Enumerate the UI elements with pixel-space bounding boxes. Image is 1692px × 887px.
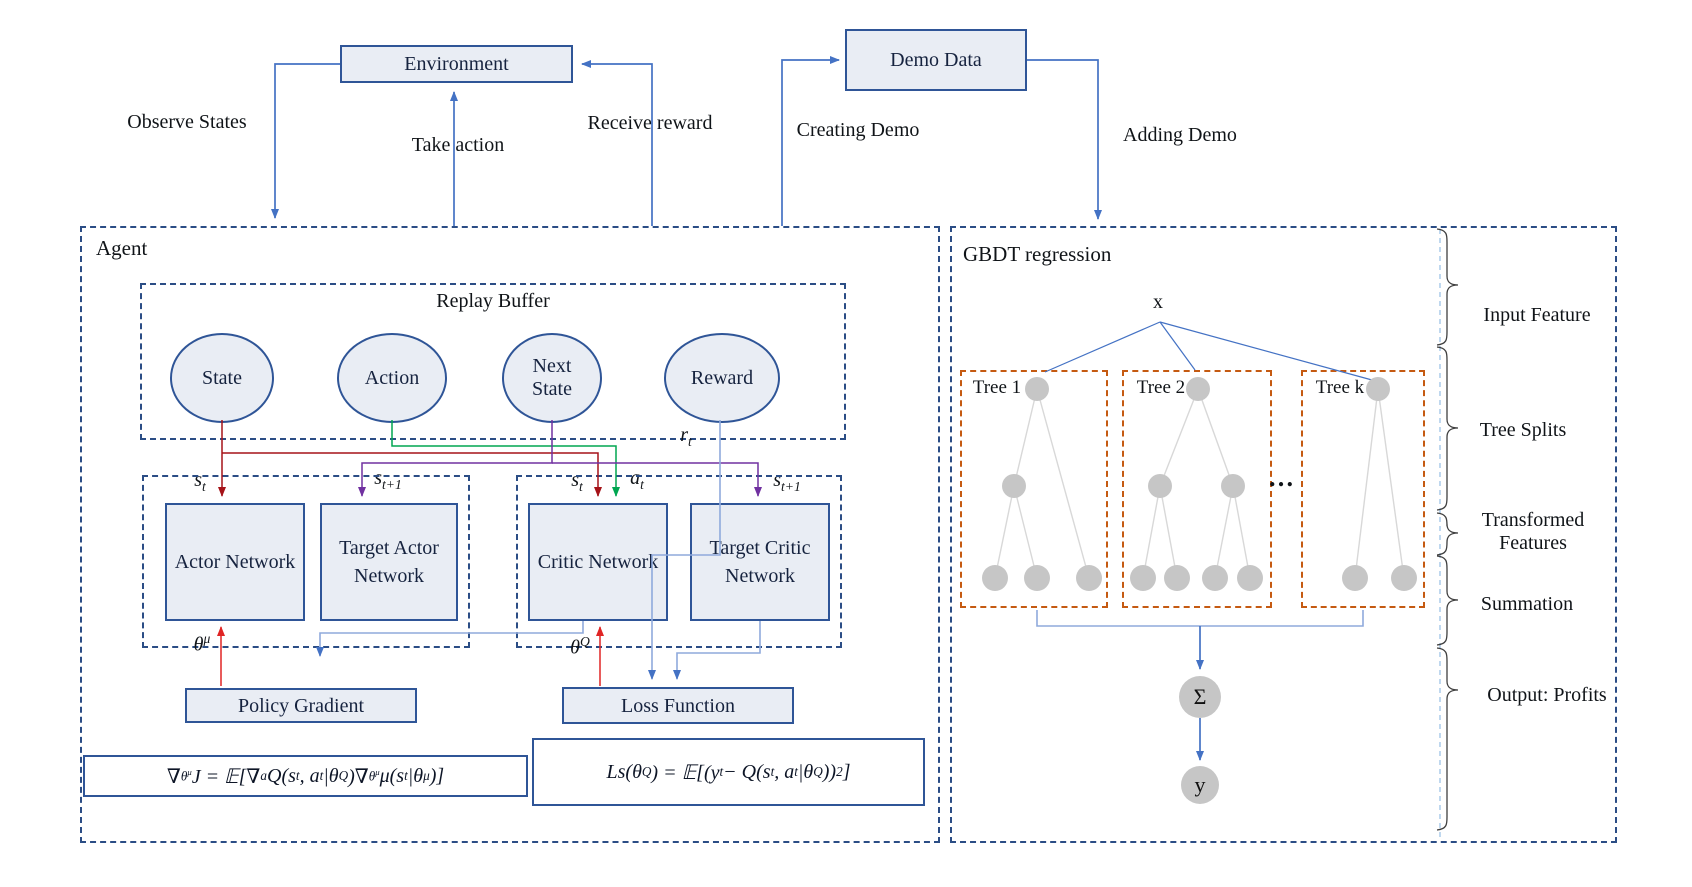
tree-k-label: Tree k [1315, 377, 1365, 398]
replay-buffer-title: Replay Buffer [436, 290, 550, 312]
action-label: Action [364, 366, 420, 389]
next-state-target-critic-signal-label: st+1 [773, 469, 801, 494]
policy-gradient-box: Policy Gradient [185, 688, 417, 723]
reward-signal-label: rt [680, 424, 692, 449]
tree-2-box [1122, 370, 1272, 608]
gbdt-input-symbol: x [1153, 291, 1163, 313]
trees-ellipsis: … [1268, 463, 1296, 492]
adding-demo-label: Adding Demo [1123, 124, 1237, 146]
stage-output-profits: Output: Profits [1487, 684, 1607, 706]
theta-q-label: θQ [570, 634, 590, 659]
target-actor-network-box: Target Actor Network [320, 503, 458, 621]
actor-network-box: Actor Network [165, 503, 305, 621]
observe-states-label: Observe States [127, 111, 247, 133]
stage-input-feature: Input Feature [1483, 304, 1591, 326]
state-label: State [202, 366, 242, 389]
stage-summation: Summation [1480, 593, 1574, 615]
policy-gradient-label: Policy Gradient [237, 694, 365, 717]
environment-box: Environment [340, 45, 573, 83]
demo-data-box: Demo Data [845, 29, 1027, 91]
target-critic-network-label: Target Critic Network [709, 537, 811, 587]
tree-1-label: Tree 1 [972, 377, 1022, 398]
critic-network-label: Critic Network [537, 551, 659, 573]
target-critic-network-box: Target Critic Network [690, 503, 830, 621]
output-node: y [1181, 766, 1219, 804]
loss-function-label: Loss Function [621, 694, 735, 717]
critic-network-box: Critic Network [528, 503, 668, 621]
state-actor-signal-label: st [194, 469, 206, 494]
replay-buffer-reward-ellipse: Reward [664, 333, 780, 423]
sigma-symbol: Σ [1193, 684, 1207, 709]
environment-label: Environment [404, 53, 509, 75]
tree-2-label: Tree 2 [1136, 377, 1186, 398]
output-symbol: y [1194, 772, 1206, 797]
reward-label: Reward [690, 366, 754, 389]
gbdt-title: GBDT regression [963, 242, 1112, 266]
demo-data-label: Demo Data [890, 49, 982, 71]
target-actor-network-label: Target Actor Network [339, 537, 439, 587]
loss-function-box: Loss Function [562, 687, 794, 724]
theta-mu-label: θμ [193, 631, 211, 656]
tree-1-box [960, 370, 1108, 608]
stage-tree-splits: Tree Splits [1479, 419, 1567, 441]
stage-transformed-features: Transformed Features [1481, 509, 1585, 554]
agent-title: Agent [96, 236, 148, 260]
replay-buffer-next-state-ellipse: Next State [502, 333, 602, 423]
next-state-label: Next State [532, 355, 572, 400]
creating-demo-label: Creating Demo [796, 119, 920, 141]
agent-panel [80, 226, 940, 843]
take-action-label: Take action [411, 134, 505, 156]
replay-buffer-state-ellipse: State [170, 333, 274, 423]
receive-reward-label: Receive reward [587, 112, 713, 134]
actor-network-label: Actor Network [174, 551, 296, 573]
summation-node: Σ [1179, 676, 1221, 718]
gbdt-panel [950, 226, 1617, 843]
tree-k-box [1301, 370, 1425, 608]
replay-buffer-action-ellipse: Action [337, 333, 447, 423]
